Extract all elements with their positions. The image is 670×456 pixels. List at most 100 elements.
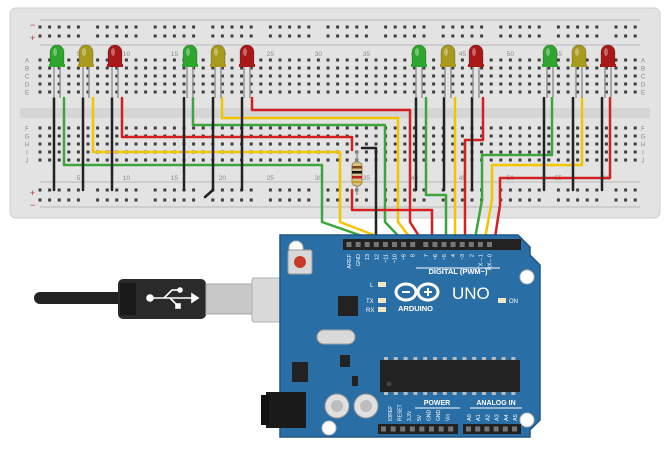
rail-hole[interactable] (288, 25, 292, 29)
breadboard-hole[interactable] (470, 66, 474, 70)
breadboard-hole[interactable] (460, 90, 464, 94)
breadboard-hole[interactable] (393, 90, 397, 94)
breadboard-hole[interactable] (595, 58, 599, 62)
rail-hole[interactable] (422, 34, 426, 38)
rail-hole[interactable] (172, 25, 176, 29)
breadboard-hole[interactable] (432, 58, 436, 62)
rail-hole[interactable] (163, 188, 167, 192)
breadboard-hole[interactable] (67, 134, 71, 138)
breadboard-hole[interactable] (153, 90, 157, 94)
breadboard-hole[interactable] (211, 90, 215, 94)
rail-hole[interactable] (134, 198, 138, 202)
rail-hole[interactable] (412, 198, 416, 202)
rail-hole[interactable] (268, 188, 272, 192)
breadboard-hole[interactable] (422, 90, 426, 94)
rail-hole[interactable] (220, 188, 224, 192)
breadboard-hole[interactable] (585, 142, 589, 146)
breadboard-hole[interactable] (393, 150, 397, 154)
breadboard-hole[interactable] (96, 66, 100, 70)
breadboard-hole[interactable] (518, 66, 522, 70)
rail-hole[interactable] (422, 188, 426, 192)
breadboard-hole[interactable] (249, 74, 253, 78)
breadboard-hole[interactable] (201, 126, 205, 130)
breadboard-hole[interactable] (633, 150, 637, 154)
wire-green[interactable] (472, 96, 554, 246)
breadboard-hole[interactable] (624, 74, 628, 78)
rail-hole[interactable] (393, 198, 397, 202)
breadboard-hole[interactable] (326, 90, 330, 94)
rail-hole[interactable] (518, 25, 522, 29)
rail-hole[interactable] (595, 34, 599, 38)
rail-hole[interactable] (211, 198, 215, 202)
breadboard-hole[interactable] (384, 66, 388, 70)
breadboard-hole[interactable] (201, 82, 205, 86)
breadboard-hole[interactable] (537, 134, 541, 138)
breadboard-hole[interactable] (604, 90, 608, 94)
breadboard-hole[interactable] (297, 66, 301, 70)
breadboard-hole[interactable] (307, 66, 311, 70)
rail-hole[interactable] (336, 25, 340, 29)
rail-hole[interactable] (508, 25, 512, 29)
reset-button-cap[interactable] (294, 256, 306, 268)
breadboard-hole[interactable] (124, 158, 128, 162)
breadboard-hole[interactable] (518, 74, 522, 78)
breadboard-hole[interactable] (144, 58, 148, 62)
rail-hole[interactable] (57, 198, 61, 202)
breadboard-hole[interactable] (480, 90, 484, 94)
breadboard-hole[interactable] (432, 126, 436, 130)
breadboard-hole[interactable] (134, 90, 138, 94)
breadboard-hole[interactable] (144, 142, 148, 146)
rail-hole[interactable] (624, 25, 628, 29)
breadboard-hole[interactable] (201, 90, 205, 94)
breadboard-hole[interactable] (67, 82, 71, 86)
breadboard-hole[interactable] (230, 58, 234, 62)
breadboard-hole[interactable] (393, 158, 397, 162)
breadboard-hole[interactable] (547, 142, 551, 146)
breadboard-hole[interactable] (604, 82, 608, 86)
rail-hole[interactable] (96, 25, 100, 29)
breadboard-hole[interactable] (604, 134, 608, 138)
breadboard-hole[interactable] (48, 158, 52, 162)
rail-hole[interactable] (460, 25, 464, 29)
breadboard-hole[interactable] (528, 158, 532, 162)
breadboard-hole[interactable] (585, 158, 589, 162)
breadboard-hole[interactable] (268, 74, 272, 78)
rail-hole[interactable] (537, 198, 541, 202)
breadboard-hole[interactable] (585, 90, 589, 94)
breadboard-hole[interactable] (451, 150, 455, 154)
header-pin[interactable] (401, 242, 407, 247)
breadboard-hole[interactable] (374, 58, 378, 62)
breadboard-hole[interactable] (67, 126, 71, 130)
breadboard-hole[interactable] (432, 142, 436, 146)
breadboard-hole[interactable] (604, 66, 608, 70)
breadboard-hole[interactable] (345, 126, 349, 130)
breadboard-hole[interactable] (499, 150, 503, 154)
breadboard-hole[interactable] (489, 74, 493, 78)
breadboard-hole[interactable] (547, 82, 551, 86)
breadboard-hole[interactable] (345, 158, 349, 162)
breadboard-hole[interactable] (163, 142, 167, 146)
rail-hole[interactable] (307, 34, 311, 38)
breadboard-hole[interactable] (336, 90, 340, 94)
breadboard-hole[interactable] (451, 134, 455, 138)
header-pin[interactable] (409, 426, 415, 432)
breadboard-hole[interactable] (470, 74, 474, 78)
breadboard-hole[interactable] (614, 126, 618, 130)
breadboard-hole[interactable] (96, 142, 100, 146)
rail-hole[interactable] (230, 198, 234, 202)
breadboard-hole[interactable] (67, 66, 71, 70)
rail-hole[interactable] (412, 188, 416, 192)
breadboard-hole[interactable] (566, 82, 570, 86)
breadboard-hole[interactable] (556, 150, 560, 154)
breadboard-hole[interactable] (297, 58, 301, 62)
breadboard-hole[interactable] (220, 126, 224, 130)
breadboard-hole[interactable] (460, 150, 464, 154)
breadboard-hole[interactable] (115, 74, 119, 78)
rail-hole[interactable] (566, 34, 570, 38)
breadboard-hole[interactable] (432, 158, 436, 162)
breadboard-hole[interactable] (336, 82, 340, 86)
breadboard-hole[interactable] (96, 158, 100, 162)
breadboard-hole[interactable] (192, 142, 196, 146)
rail-hole[interactable] (240, 198, 244, 202)
breadboard-hole[interactable] (96, 82, 100, 86)
